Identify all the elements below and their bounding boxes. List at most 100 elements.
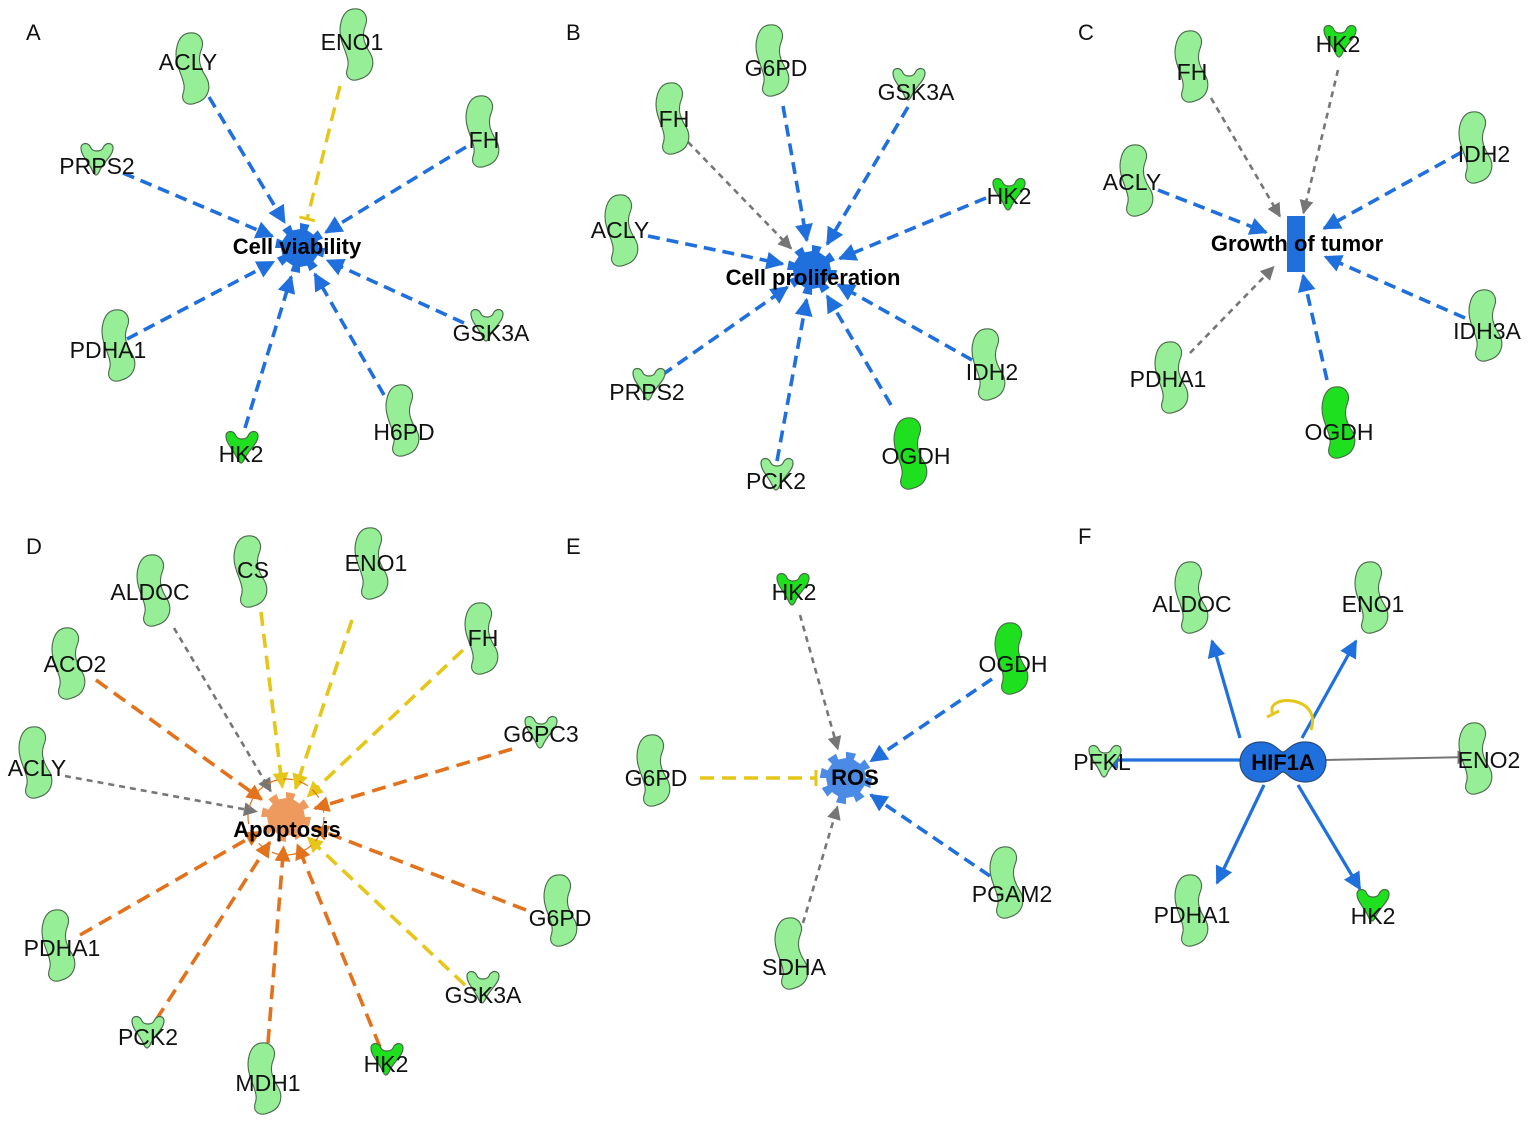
node-layer [18, 8, 1503, 1115]
edge-fh-a [324, 145, 467, 234]
gene-label-gsk3a-b: GSK3A [878, 79, 955, 105]
gene-label-idh3a-c: IDH3A [1453, 318, 1521, 344]
gene-label-idh2-c: IDH2 [1458, 141, 1510, 167]
center-node-a-icon [275, 223, 325, 273]
edge-pgam2-e [869, 793, 992, 878]
gene-label-aco2-d: ACO2 [44, 651, 107, 677]
center-label-c: Growth of tumor [1211, 231, 1384, 256]
gene-label-eno1-d: ENO1 [345, 550, 408, 576]
edge-ogdh-b [825, 294, 893, 406]
gene-hk2-b-icon [992, 177, 1026, 211]
edge-gsk3a-a [325, 258, 465, 325]
gene-ogdh-c-icon [1321, 386, 1356, 459]
gene-label-pgam2-e: PGAM2 [972, 881, 1053, 907]
panel-letter-e: E [566, 534, 581, 559]
gene-label-pdha1-a: PDHA1 [70, 337, 147, 363]
gene-label-ogdh-c: OGDH [1305, 419, 1374, 445]
panel-letter-b: B [566, 20, 581, 45]
edge-eno2-f [1324, 750, 1472, 765]
gene-hk2-e-icon [776, 572, 810, 606]
gene-pck2-d-icon [131, 1015, 165, 1049]
edge-mdh1-d [266, 845, 291, 1044]
gene-label-eno2-f: ENO2 [1458, 747, 1521, 773]
edge-eno1-a [305, 85, 342, 220]
panel-letter-f: F [1078, 524, 1091, 549]
edge-h6pd-a [313, 272, 386, 396]
gene-pdha1-f-icon [1174, 874, 1209, 947]
gene-label-pck2-d: PCK2 [118, 1024, 178, 1050]
gene-label-idh2-b: IDH2 [966, 359, 1018, 385]
gene-label-g6pd-b: G6PD [745, 55, 808, 81]
gene-label-hk2-c: HK2 [1316, 31, 1361, 57]
gene-gsk3a-d-icon [466, 970, 500, 1004]
gene-label-aldoc-f: ALDOC [1152, 591, 1231, 617]
edge-acly-c [1157, 188, 1268, 235]
edge-hk2-d [295, 843, 382, 1048]
gene-fh-b-icon [655, 82, 690, 155]
inhibit-bar [299, 215, 316, 223]
gene-acly-b-icon [604, 194, 639, 267]
edge-idh2-b [836, 283, 973, 362]
gene-label-hk2-d: HK2 [364, 1051, 409, 1077]
gene-label-eno1-a: ENO1 [321, 29, 384, 55]
center-label-f: HIF1A [1251, 750, 1315, 775]
edge-cs-d [259, 611, 289, 789]
gene-label-acly-c: ACLY [1103, 169, 1161, 195]
center-node-c-icon [1287, 216, 1305, 272]
gene-label-fh-a: FH [469, 127, 500, 153]
edge-hk2-f [1296, 784, 1362, 891]
edge-gsk3a-d [306, 836, 467, 987]
gene-label-ogdh-b: OGDH [882, 443, 951, 469]
gene-hk2-a-icon [225, 430, 259, 464]
edge-acly-a [207, 96, 287, 224]
gene-eno1-f-icon [1354, 561, 1389, 634]
gene-label-g6pd-d: G6PD [529, 905, 592, 931]
gene-idh2-b-icon [971, 328, 1006, 401]
edge-idh2-c [1322, 150, 1463, 231]
edge-layer [64, 69, 1472, 1048]
center-label-d: Apoptosis [233, 817, 341, 842]
gene-aldoc-f-icon [1174, 561, 1209, 634]
edge-gsk3a-b [825, 106, 910, 246]
gene-label-sdha-e: SDHA [762, 954, 827, 980]
gene-acly-d-icon [18, 726, 53, 799]
gene-label-cs-d: CS [237, 557, 269, 583]
gene-pdha1-c-icon [1154, 341, 1189, 414]
gene-label-fh-b: FH [659, 106, 690, 132]
gene-label-pdha1-d: PDHA1 [24, 935, 101, 961]
edge-g6pd-b [781, 105, 813, 243]
gene-fh-a-icon [465, 95, 500, 168]
gene-label-gsk3a-a: GSK3A [453, 320, 530, 346]
gene-label-fh-c: FH [1177, 59, 1208, 85]
gene-mdh1-d-icon [247, 1042, 282, 1115]
gene-label-pdha1-c: PDHA1 [1130, 366, 1207, 392]
edge-hk2-b [838, 196, 987, 261]
gene-g6pc3-d-icon [524, 715, 558, 749]
edge-prps2-b [660, 285, 789, 377]
edge-prps2-a [122, 171, 275, 239]
edge-aldoc-f [1207, 639, 1242, 739]
edge-hk2-c [1299, 69, 1340, 215]
center-node-d-icon [261, 792, 311, 842]
gene-fh-d-icon [464, 602, 499, 675]
gene-gsk3a-b-icon [892, 67, 926, 101]
edge-aldoc-d [172, 627, 272, 793]
panel-letter-c: C [1078, 20, 1094, 45]
gene-aco2-d-icon [51, 627, 86, 700]
gene-label-acly-d: ACLY [8, 755, 66, 781]
gene-eno1-d-icon [354, 527, 389, 600]
gene-eno2-f-icon [1458, 722, 1493, 795]
panel-letter-d: D [26, 534, 42, 559]
center-label-a: Cell viability [233, 234, 362, 259]
gene-h6pd-a-icon [385, 384, 420, 457]
gene-prps2-b-icon [632, 367, 666, 401]
gene-label-hk2-e: HK2 [772, 579, 817, 605]
edge-g6pc3-d [313, 747, 513, 812]
gene-idh2-c-icon [1458, 111, 1493, 184]
gene-eno1-a-icon [339, 8, 374, 81]
gene-label-h6pd-a: H6PD [373, 419, 434, 445]
gene-label-mdh1-d: MDH1 [235, 1070, 300, 1096]
edge-idh3a-c [1323, 255, 1466, 320]
gene-sdha-e-icon [774, 917, 809, 990]
